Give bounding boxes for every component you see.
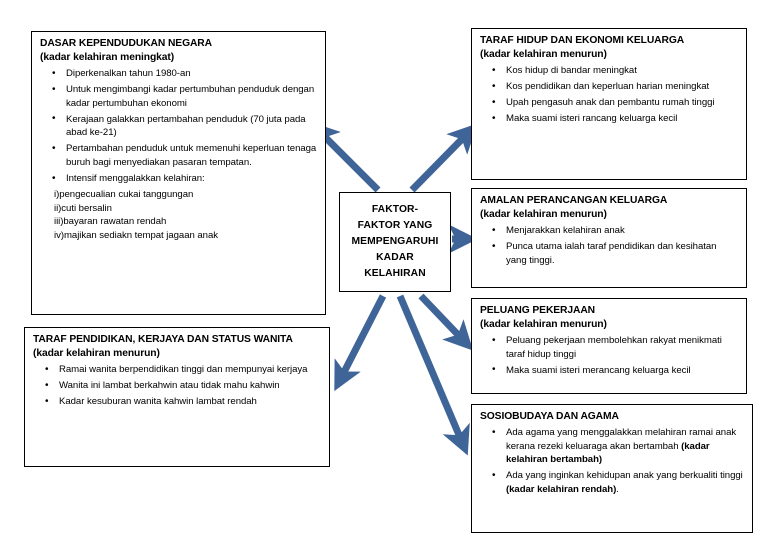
list-item-text: Ada agama yang menggalakkan melahiran ra… <box>506 427 737 452</box>
box-peluang-pekerjaan: PELUANG PEKERJAAN (kadar kelahiran menur… <box>471 298 747 394</box>
list-item: Maka suami isteri merancang keluarga kec… <box>492 363 739 378</box>
box-amalan-bullet-list: Menjarakkan kelahiran anak Punca utama i… <box>480 224 739 267</box>
list-item-emphasis: (kadar kelahiran bertambah) <box>506 440 710 466</box>
box-dasar-title: DASAR KEPENDUDUKAN NEGARA <box>40 38 212 49</box>
center-line-5: KELAHIRAN <box>364 268 426 279</box>
list-item: Kadar kesuburan wanita kahwin lambat ren… <box>45 395 322 409</box>
list-item: Upah pengasuh anak dan pembantu rumah ti… <box>492 96 739 110</box>
center-node-text: FAKTOR- FAKTOR YANG MEMPENGARUHI KADAR K… <box>351 202 438 282</box>
list-item-sublist: i)pengecualian cukai tanggungan ii)cuti … <box>54 188 318 242</box>
arrow-center-to-taraf-hidup <box>409 123 478 193</box>
box-dasar-sublist: i)pengecualian cukai tanggungan ii)cuti … <box>54 188 318 242</box>
list-item: Kos pendidikan dan keperluan harian meni… <box>492 80 739 94</box>
sublist-item: i)pengecualian cukai tanggungan <box>54 189 194 201</box>
box-peluang-subtitle: (kadar kelahiran menurun) <box>480 319 607 330</box>
box-taraf-hidup-title: TARAF HIDUP DAN EKONOMI KELUARGA <box>480 35 685 46</box>
list-item: Menjarakkan kelahiran anak <box>492 224 739 238</box>
list-item: Pertambahan penduduk untuk memenuhi kepe… <box>52 142 318 169</box>
box-amalan-title: AMALAN PERANCANGAN KELUARGA <box>480 195 668 206</box>
box-taraf-hidup-bullet-list: Kos hidup di bandar meningkat Kos pendid… <box>480 64 739 126</box>
sublist-item: iii)bayaran rawatan rendah <box>54 216 167 228</box>
sublist-item: iv)majikan sediakn tempat jagaan anak <box>54 230 219 242</box>
list-item: Maka suami isteri rancang keluarga kecil <box>492 112 739 126</box>
list-item-tail: . <box>616 483 619 495</box>
box-taraf-pendidikan-title: TARAF PENDIDIKAN, KERJAYA DAN STATUS WAN… <box>33 334 293 345</box>
list-item: Kos hidup di bandar meningkat <box>492 64 739 78</box>
center-line-1: FAKTOR- <box>371 204 419 215</box>
center-line-2: FAKTOR YANG <box>357 220 433 231</box>
box-taraf-pendidikan-subtitle: (kadar kelahiran menurun) <box>33 348 160 359</box>
list-item: Ada agama yang menggalakkan melahiran ra… <box>492 426 745 467</box>
box-sosiobudaya-bullet-list: Ada agama yang menggalakkan melahiran ra… <box>480 426 745 496</box>
box-taraf-hidup-ekonomi-keluarga: TARAF HIDUP DAN EKONOMI KELUARGA (kadar … <box>471 28 747 180</box>
sublist-item: ii)cuti bersalin <box>54 202 112 214</box>
list-item: Peluang pekerjaan membolehkan rakyat men… <box>492 333 739 361</box>
list-item: Intensif menggalakkan kelahiran: <box>52 172 318 186</box>
box-sosiobudaya-title: SOSIOBUDAYA DAN AGAMA <box>480 411 619 422</box>
box-dasar-bullet-list: Diperkenalkan tahun 1980-an Untuk mengim… <box>40 67 318 243</box>
center-line-3: MEMPENGARUHI <box>351 236 439 247</box>
list-item: Punca utama ialah taraf pendidikan dan k… <box>492 240 739 267</box>
list-item: Kerajaan galakkan pertambahan penduduk (… <box>52 112 318 140</box>
list-item: Diperkenalkan tahun 1980-an <box>52 67 318 81</box>
list-item: Untuk mengimbangi kadar pertumbuhan pend… <box>52 83 318 110</box>
box-sosiobudaya-dan-agama: SOSIOBUDAYA DAN AGAMA Ada agama yang men… <box>471 404 753 533</box>
list-item: Wanita ini lambat berkahwin atau tidak m… <box>45 379 322 393</box>
arrow-center-to-peluang <box>418 293 474 351</box>
list-item: Ada yang inginkan kehidupan anak yang be… <box>492 469 745 496</box>
box-peluang-bullet-list: Peluang pekerjaan membolehkan rakyat men… <box>480 333 739 378</box>
list-item-text: Ada yang inginkan kehidupan anak yang be… <box>506 470 743 482</box>
arrow-center-to-dasar <box>309 121 381 193</box>
arrow-center-to-sosiobudaya <box>396 294 470 456</box>
box-taraf-pendidikan-kerjaya-status-wanita: TARAF PENDIDIKAN, KERJAYA DAN STATUS WAN… <box>24 327 330 467</box>
box-taraf-hidup-subtitle: (kadar kelahiran menurun) <box>480 49 607 60</box>
list-item: Ramai wanita berpendidikan tinggi dan me… <box>45 363 322 377</box>
list-item-emphasis: (kadar kelahiran rendah) <box>506 483 617 495</box>
box-peluang-title: PELUANG PEKERJAAN <box>480 305 596 316</box>
center-line-4: KADAR <box>376 252 414 263</box>
box-dasar-kependudukan-negara: DASAR KEPENDUDUKAN NEGARA (kadar kelahir… <box>31 31 326 315</box>
arrow-center-to-taraf-pendidikan <box>334 294 387 392</box>
box-amalan-subtitle: (kadar kelahiran menurun) <box>480 209 607 220</box>
box-amalan-perancangan-keluarga: AMALAN PERANCANGAN KELUARGA (kadar kelah… <box>471 188 747 288</box>
center-node-faktor-faktor: FAKTOR- FAKTOR YANG MEMPENGARUHI KADAR K… <box>339 192 451 292</box>
box-taraf-pendidikan-bullet-list: Ramai wanita berpendidikan tinggi dan me… <box>33 363 322 409</box>
box-dasar-subtitle: (kadar kelahiran meningkat) <box>40 52 175 63</box>
